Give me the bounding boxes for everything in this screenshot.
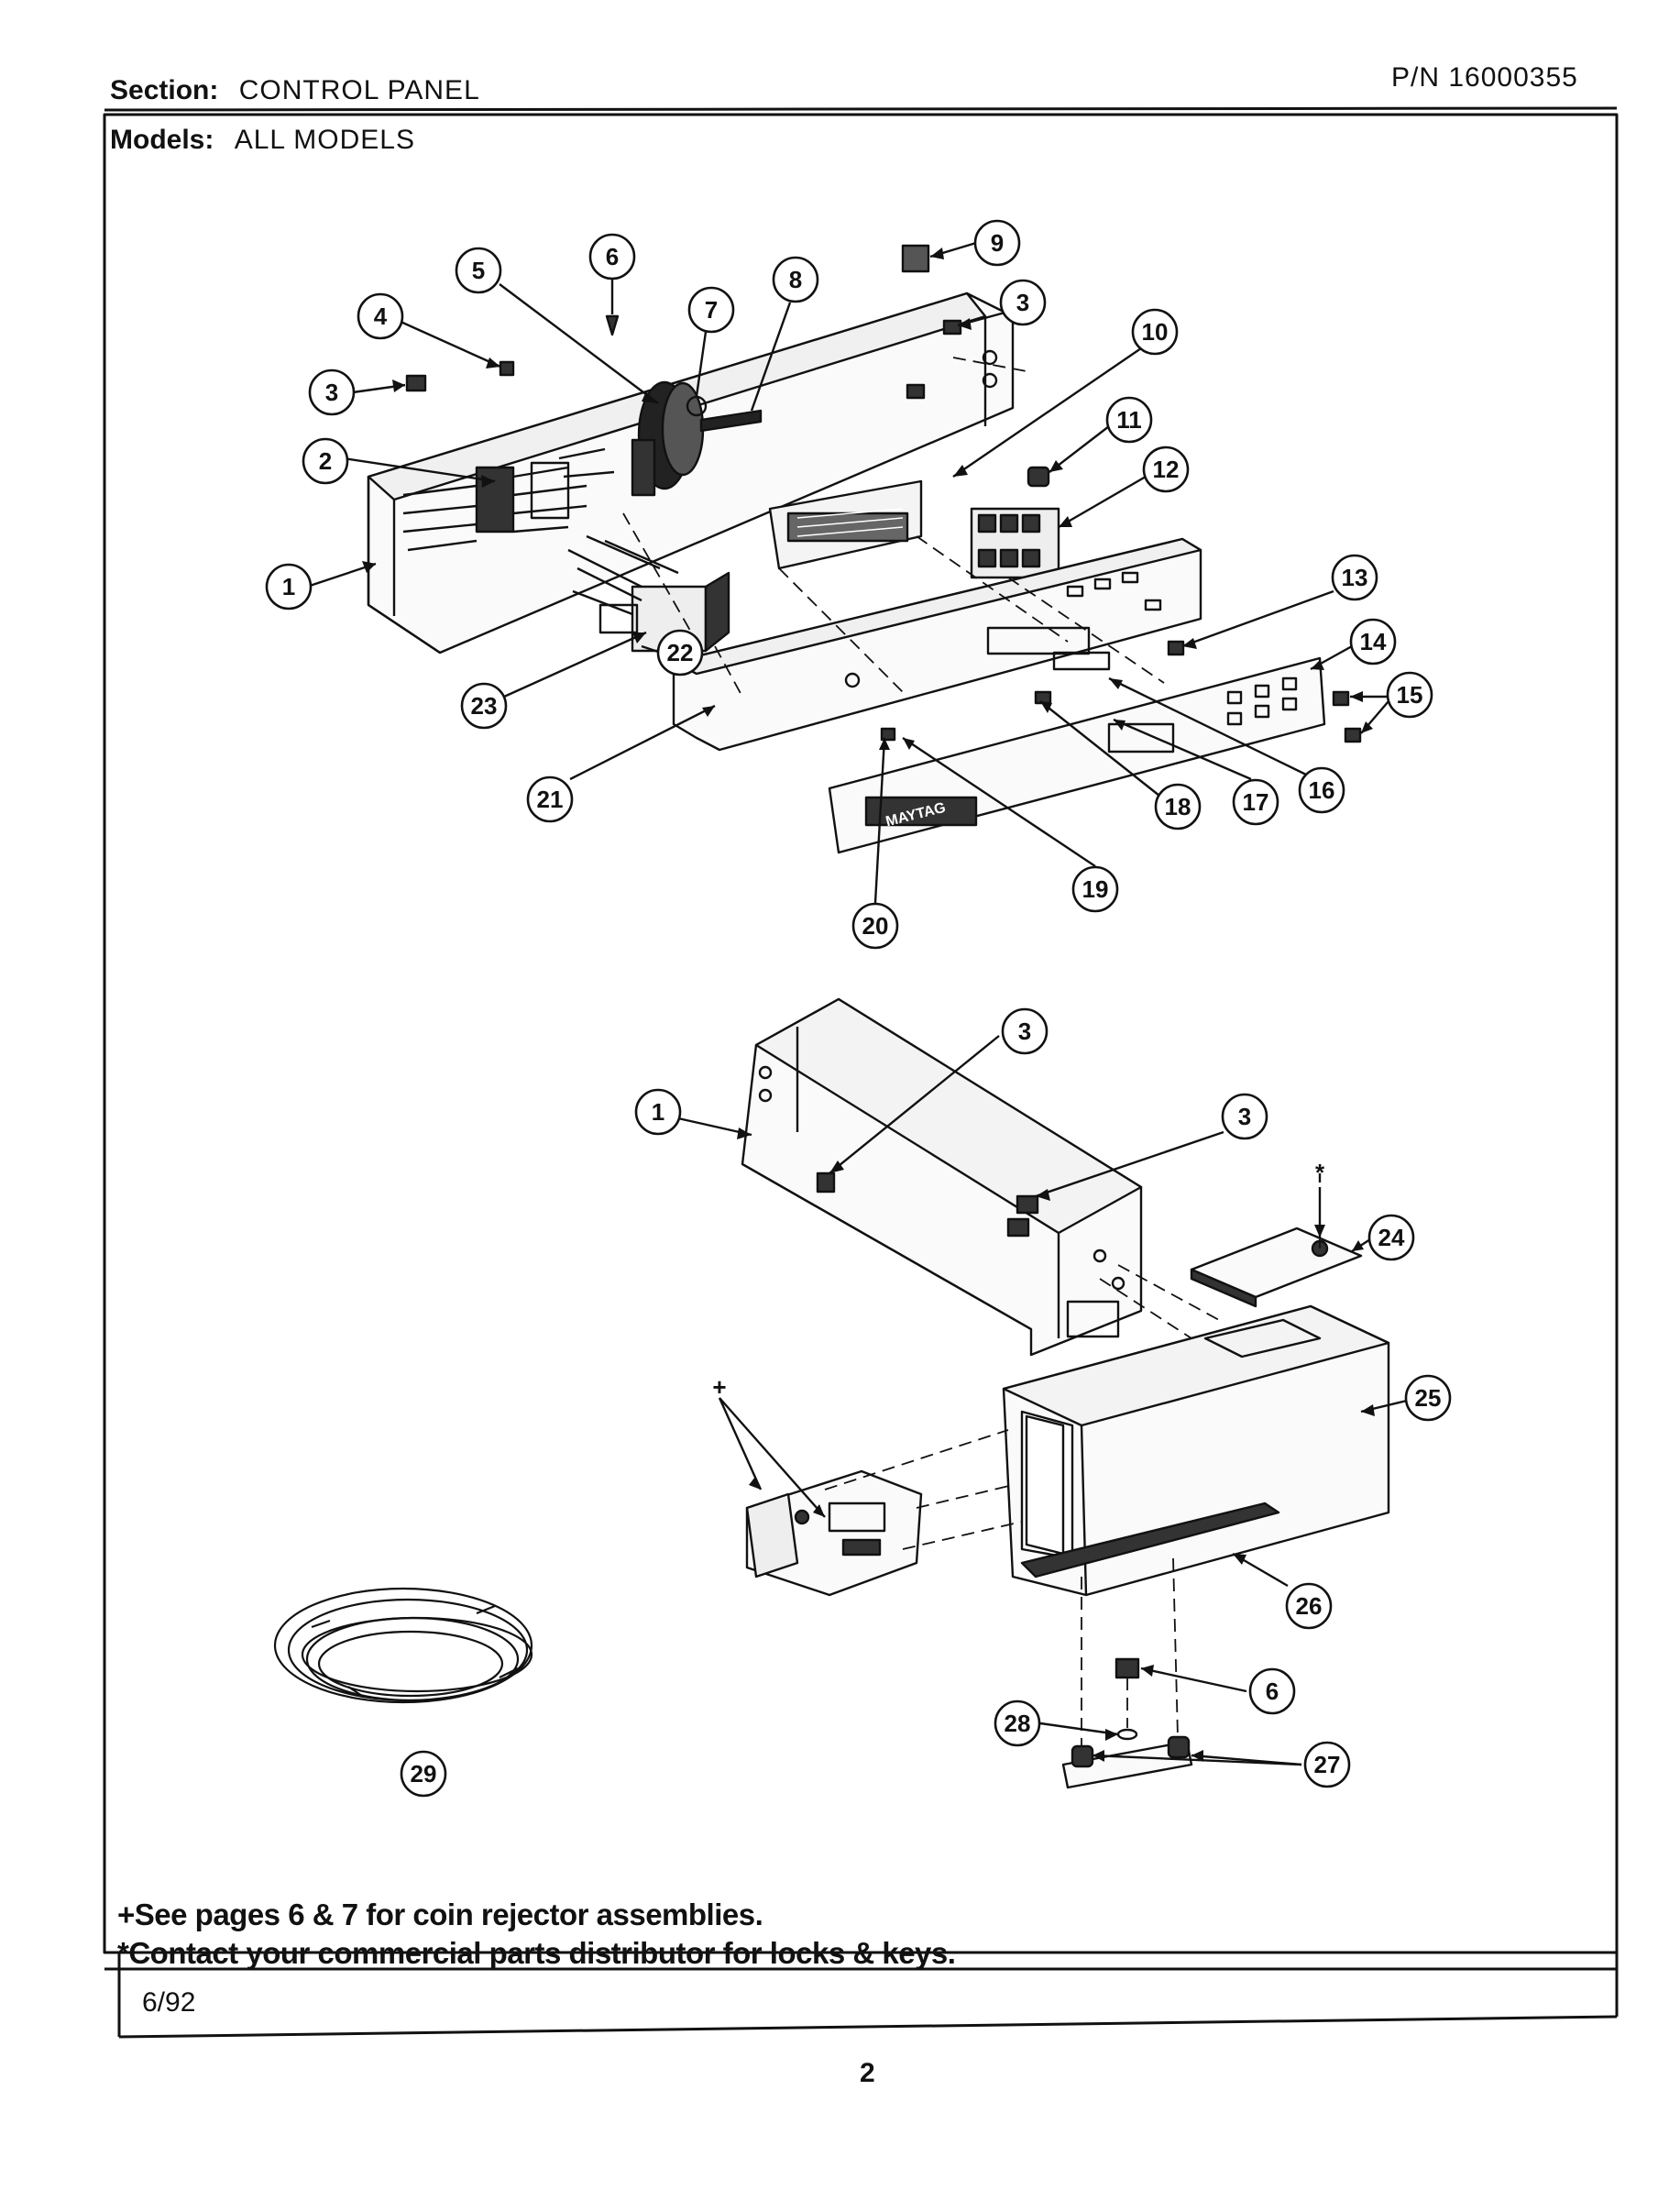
- callout-17: 17: [1243, 788, 1269, 816]
- section-value: CONTROL PANEL: [238, 75, 480, 105]
- callout-2: 2: [319, 447, 332, 475]
- models-heading: Models: ALL MODELS: [110, 125, 415, 156]
- plus-symbol: +: [712, 1373, 726, 1401]
- asterisk-symbol: *: [1315, 1159, 1325, 1186]
- grommet: [686, 395, 708, 417]
- callout-numbers: 1 2 3 4 5 6 7 8 9 10 11 12 13 14 15 16 1…: [282, 229, 1442, 1788]
- callout-1: 1: [282, 573, 295, 600]
- callout-11: 11: [1116, 406, 1142, 434]
- console-frame-bottom: [741, 997, 1143, 1357]
- screws: [405, 314, 1362, 743]
- frame-screws: [816, 1172, 1039, 1238]
- gasket: [1020, 1502, 1280, 1578]
- diagram-frame: [103, 113, 1619, 1954]
- section-label: Section:: [110, 75, 219, 105]
- selector-switch: [970, 507, 1060, 579]
- bracket: [901, 244, 930, 273]
- callout-20: 20: [862, 912, 889, 940]
- callout-5: 5: [472, 257, 485, 284]
- section-heading: Section: CONTROL PANEL: [110, 75, 480, 106]
- callout-6-bottom: 6: [1266, 1678, 1279, 1705]
- callout-10: 10: [1142, 318, 1169, 346]
- callout-4: 4: [374, 302, 388, 330]
- coin-rejector-bracket: [745, 1469, 923, 1597]
- callout-6: 6: [606, 243, 619, 270]
- washer: [1116, 1728, 1138, 1741]
- footer-bottom: [118, 2015, 1618, 2039]
- callout-3-bottom-b: 3: [1238, 1103, 1251, 1130]
- callout-16: 16: [1309, 776, 1335, 804]
- coin-box-housing: [1002, 1304, 1390, 1597]
- callout-24: 24: [1378, 1224, 1405, 1251]
- callout-circles: [265, 219, 1452, 1798]
- footer-date: 6/92: [142, 1987, 196, 2018]
- callout-27: 27: [1314, 1751, 1341, 1778]
- alignment-lines-top: [622, 357, 1165, 698]
- front-overlay-panel: MAYTAG: [828, 656, 1326, 854]
- page-number: 2: [860, 2058, 875, 2088]
- part-number: P/N 16000355: [1391, 62, 1578, 93]
- callout-22: 22: [667, 639, 694, 666]
- callout-3-bottom-a: 3: [1018, 1018, 1031, 1045]
- callout-18: 18: [1165, 793, 1191, 820]
- lock-bracket: [1061, 1735, 1193, 1789]
- lock-screw: [1115, 1657, 1140, 1679]
- callout-21: 21: [537, 786, 564, 813]
- callout-3-top-right: 3: [1016, 289, 1029, 316]
- callout-7: 7: [705, 296, 718, 324]
- callout-19: 19: [1082, 875, 1109, 903]
- callout-13: 13: [1342, 564, 1368, 591]
- note-locks-keys: *Contact your commercial parts distribut…: [117, 1936, 956, 1970]
- timer-unit: [631, 380, 763, 497]
- callout-8: 8: [789, 266, 802, 293]
- callout-9: 9: [991, 229, 1004, 257]
- callout-3: 3: [325, 379, 338, 406]
- wire-harness: [273, 1587, 533, 1704]
- callout-1-bottom: 1: [652, 1098, 664, 1126]
- header-rule: [104, 106, 1618, 112]
- callout-23: 23: [471, 692, 498, 720]
- note-coin-rejector: +See pages 6 & 7 for coin rejector assem…: [117, 1898, 763, 1931]
- arrowheads: [362, 248, 1375, 1762]
- callout-15: 15: [1397, 681, 1423, 709]
- rear-panel: [672, 537, 1202, 752]
- circuit-board: [768, 479, 923, 570]
- callout-29: 29: [411, 1760, 437, 1788]
- callout-12: 12: [1153, 456, 1180, 483]
- callout-25: 25: [1415, 1384, 1442, 1412]
- callout-14: 14: [1360, 628, 1387, 655]
- models-value: ALL MODELS: [234, 125, 415, 155]
- callout-26: 26: [1296, 1592, 1323, 1620]
- lock-cover-plate: [1190, 1226, 1363, 1308]
- knob: [1027, 466, 1050, 488]
- callout-28: 28: [1005, 1710, 1031, 1737]
- models-label: Models:: [110, 125, 214, 155]
